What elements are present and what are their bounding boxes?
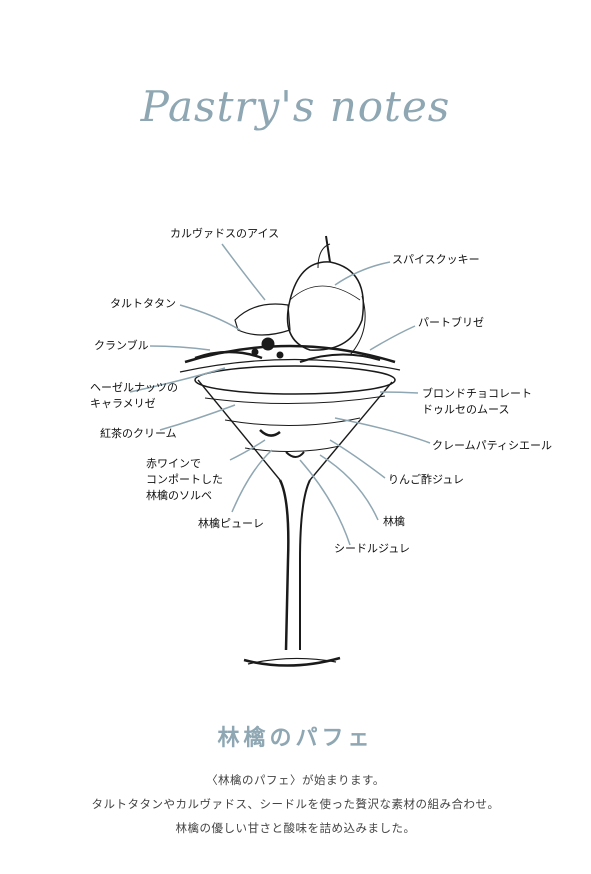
label-creme-patissiere: クレームパティシエール [432, 439, 553, 452]
product-name: 林檎のパフェ [217, 726, 374, 751]
label-red-wine-line2: コンポートした [146, 473, 223, 486]
label-hazelnut-line2: キャラメリゼ [90, 397, 156, 410]
label-blonde-mousse: ブロンドチョコレート ドゥルセのムース [422, 386, 532, 418]
label-crumble: クランブル [94, 339, 149, 352]
label-apple-puree: 林檎ピューレ [198, 517, 264, 530]
label-tea-cream: 紅茶のクリーム [100, 427, 177, 440]
apple-drawing [194, 235, 381, 363]
label-blonde-line1: ブロンドチョコレート [422, 387, 532, 400]
label-apple: 林檎 [383, 515, 405, 528]
description-line-3: 林檎の優しい甘さと酸味を詰め込みました。 [175, 821, 416, 835]
label-cider-jelly: シードルジュレ [334, 542, 411, 555]
label-hazelnut-line1: ヘーゼルナッツの [90, 381, 178, 394]
label-pate-brisee: パートブリゼ [418, 316, 484, 329]
label-hazelnut: ヘーゼルナッツの キャラメリゼ [90, 380, 178, 412]
glass [179, 344, 401, 667]
label-blonde-line2: ドゥルセのムース [422, 403, 510, 416]
page-title: Pastry's notes [140, 82, 451, 131]
label-apple-vinegar: りんご酢ジュレ [388, 473, 465, 486]
label-spice-cookie: スパイスクッキー [392, 253, 480, 266]
label-tarte-tatin: タルトタタン [110, 297, 176, 310]
leader-lines [129, 243, 431, 546]
label-calvados-ice: カルヴァドスのアイス [170, 227, 280, 240]
description-line-1: 〈林檎のパフェ〉が始まります。 [206, 773, 385, 787]
label-red-wine-line3: 林檎のソルベ [146, 489, 212, 502]
label-red-wine-line1: 赤ワインで [146, 457, 201, 470]
label-red-wine-sorbet: 赤ワインで コンポートした 林檎のソルベ [146, 456, 223, 504]
description-line-2: タルトタタンやカルヴァドス、シードルを使った贅沢な素材の組み合わせ。 [91, 797, 500, 811]
